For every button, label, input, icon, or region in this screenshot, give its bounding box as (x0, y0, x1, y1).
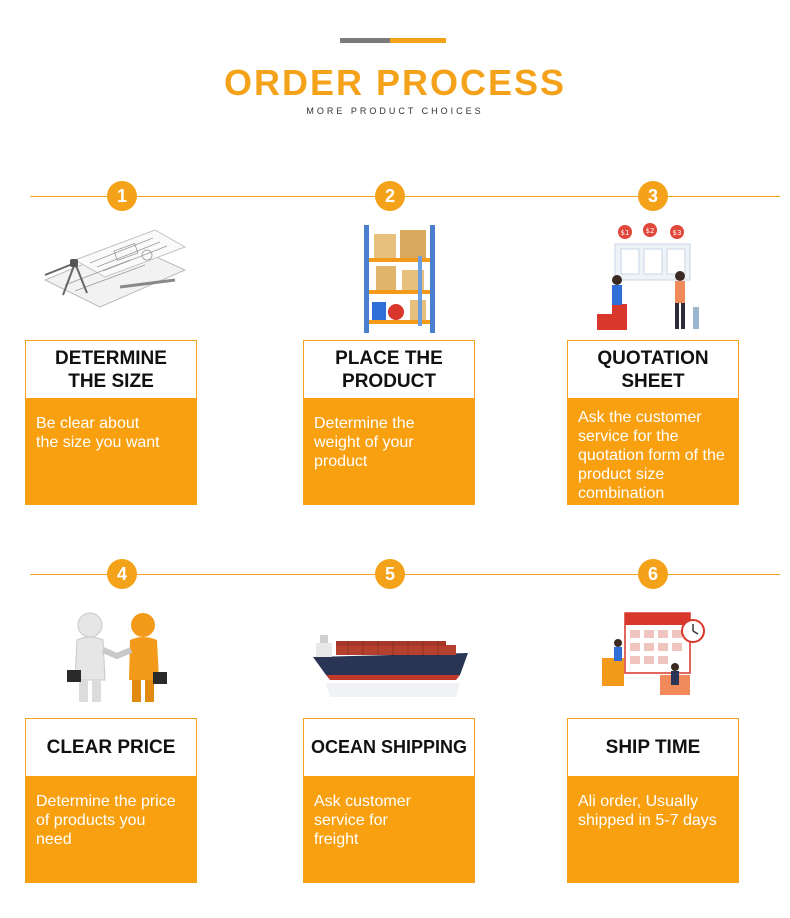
step-6-card: SHIP TIME Ali order, Usually shipped in … (567, 718, 739, 883)
svg-text:$3: $3 (673, 229, 682, 237)
step-3-title: QUOTATION SHEET (597, 347, 709, 392)
step-2-title: PLACE THE PRODUCT (335, 347, 443, 392)
step-2-card: PLACE THE PRODUCT Determine the weight o… (303, 340, 475, 505)
row-1-line (30, 196, 780, 197)
step-3-card: QUOTATION SHEET Ask the customer service… (567, 340, 739, 505)
step-1-description: Be clear about the size you want (26, 398, 196, 505)
step-6-number: 6 (638, 559, 668, 589)
step-6-description: Ali order, Usually shipped in 5-7 days (568, 776, 738, 883)
step-4-description: Determine the price of products you need (26, 776, 196, 883)
step-1-title: DETERMINE THE SIZE (55, 347, 167, 392)
header-decoration (340, 38, 446, 43)
warehouse-shelf-icon (364, 225, 435, 333)
step-4-title: CLEAR PRICE (46, 737, 176, 758)
svg-text:$2: $2 (646, 227, 655, 235)
cargo-ship-icon (313, 635, 468, 697)
step-5-card: OCEAN SHIPPING Ask customer service for … (303, 718, 475, 883)
step-4-card: CLEAR PRICE Determine the price of produ… (25, 718, 197, 883)
step-2-description: Determine the weight of your product (304, 398, 474, 505)
page-subtitle: MORE PRODUCT CHOICES (306, 106, 484, 116)
step-5-description: Ask customer service for freight (304, 776, 474, 883)
step-5-title: OCEAN SHIPPING (310, 737, 468, 757)
blueprint-icon (43, 229, 187, 308)
quotation-board-icon: $1 $2 $3 (597, 223, 699, 330)
step-3-number: 3 (638, 181, 668, 211)
svg-text:$1: $1 (621, 229, 630, 237)
decoration-gray-bar (340, 38, 390, 43)
step-2-number: 2 (375, 181, 405, 211)
decoration-orange-bar (390, 38, 446, 43)
step-1-number: 1 (107, 181, 137, 211)
step-4-number: 4 (107, 559, 137, 589)
row-2-line (30, 574, 780, 575)
step-3-description: Ask the customer service for the quotati… (568, 398, 738, 505)
page-title: ORDER PROCESS (223, 62, 567, 103)
calendar-clock-icon (602, 612, 705, 695)
step-1-card: DETERMINE THE SIZE Be clear about the si… (25, 340, 197, 505)
step-5-number: 5 (375, 559, 405, 589)
handshake-icon (67, 612, 167, 702)
step-6-title: SHIP TIME (605, 737, 701, 758)
